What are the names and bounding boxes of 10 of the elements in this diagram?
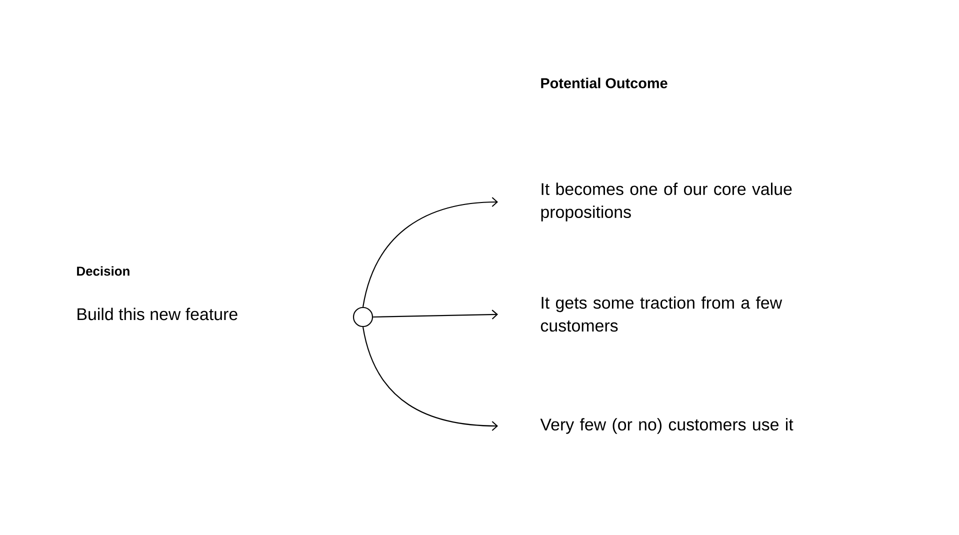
arrow — [362, 197, 498, 308]
column-heading: Decision — [77, 266, 130, 276]
outcome-text: It gets some traction from a few customers — [540, 296, 782, 332]
decision-text: Build this new feature — [78, 308, 238, 320]
outcome-text: Very few (or no) customers use it — [540, 418, 794, 434]
junction-circle — [352, 306, 374, 328]
outcome-text: It becomes one of our core value propositions — [541, 182, 792, 222]
arrow — [362, 326, 498, 431]
column-heading: Potential Outcome — [541, 78, 668, 88]
arrow — [373, 310, 498, 320]
